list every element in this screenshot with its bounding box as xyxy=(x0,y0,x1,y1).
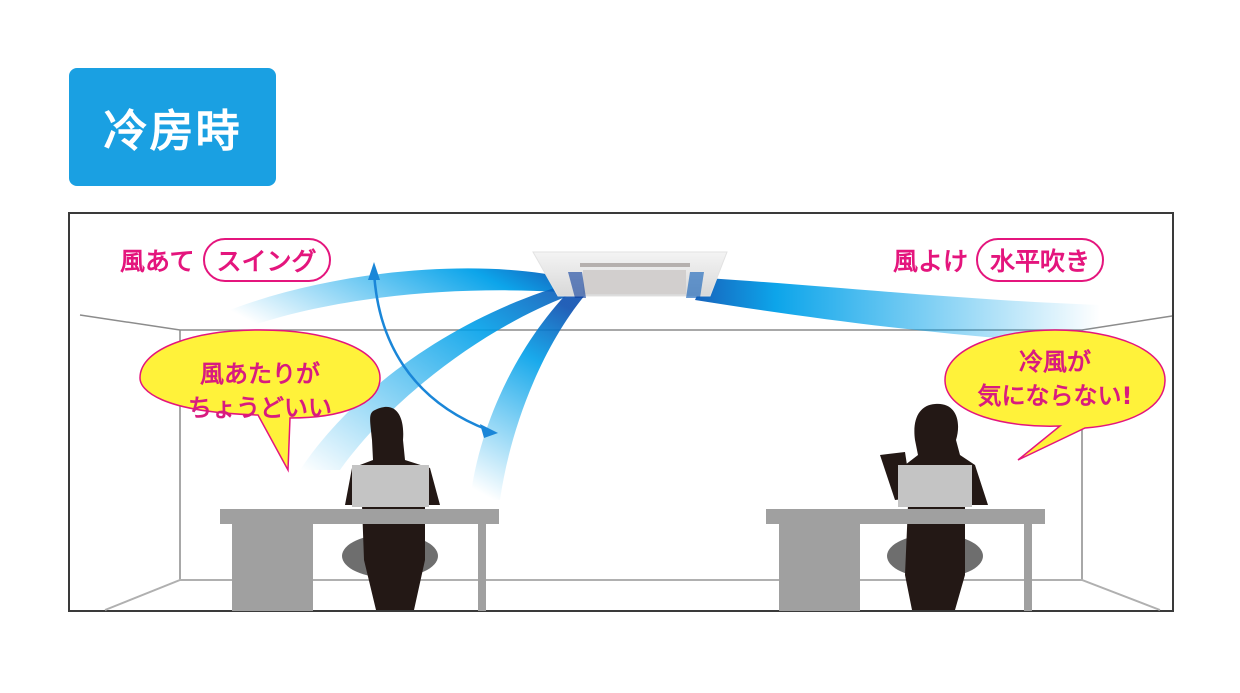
double-headed-curved-arrow-icon xyxy=(368,262,498,438)
right-mode-prefix: 風よけ xyxy=(893,247,969,276)
room-outline xyxy=(68,212,1174,612)
left-mode-label: 風あて スイング xyxy=(120,238,331,282)
right-bubble-text: 冷風が 気にならない! xyxy=(955,345,1155,413)
left-workstation xyxy=(220,406,499,611)
right-mode-label: 風よけ 水平吹き xyxy=(893,238,1105,282)
ceiling-cassette-ac-icon xyxy=(532,251,728,298)
speech-bubble-right xyxy=(944,329,1166,461)
right-mode-pill: 水平吹き xyxy=(976,238,1105,282)
airflow-horizontal-right xyxy=(695,278,1100,345)
mode-badge-title: 冷房時 xyxy=(103,106,242,157)
speech-bubble-left xyxy=(139,329,381,473)
right-bubble-line-2: 気にならない! xyxy=(977,382,1133,410)
left-mode-prefix: 風あて xyxy=(120,247,195,276)
left-bubble-line-1: 風あたりが xyxy=(200,360,320,388)
left-mode-pill: スイング xyxy=(202,238,331,282)
left-bubble-line-2: ちょうどいい xyxy=(188,394,332,422)
seated-woman-silhouette-icon xyxy=(345,406,440,610)
right-workstation xyxy=(766,403,1045,611)
right-bubble-line-1: 冷風が xyxy=(1019,348,1091,376)
airflow-swing-left xyxy=(185,268,585,500)
left-bubble-text: 風あたりが ちょうどいい xyxy=(160,357,360,425)
mode-badge-cooling: 冷房時 xyxy=(69,68,276,186)
